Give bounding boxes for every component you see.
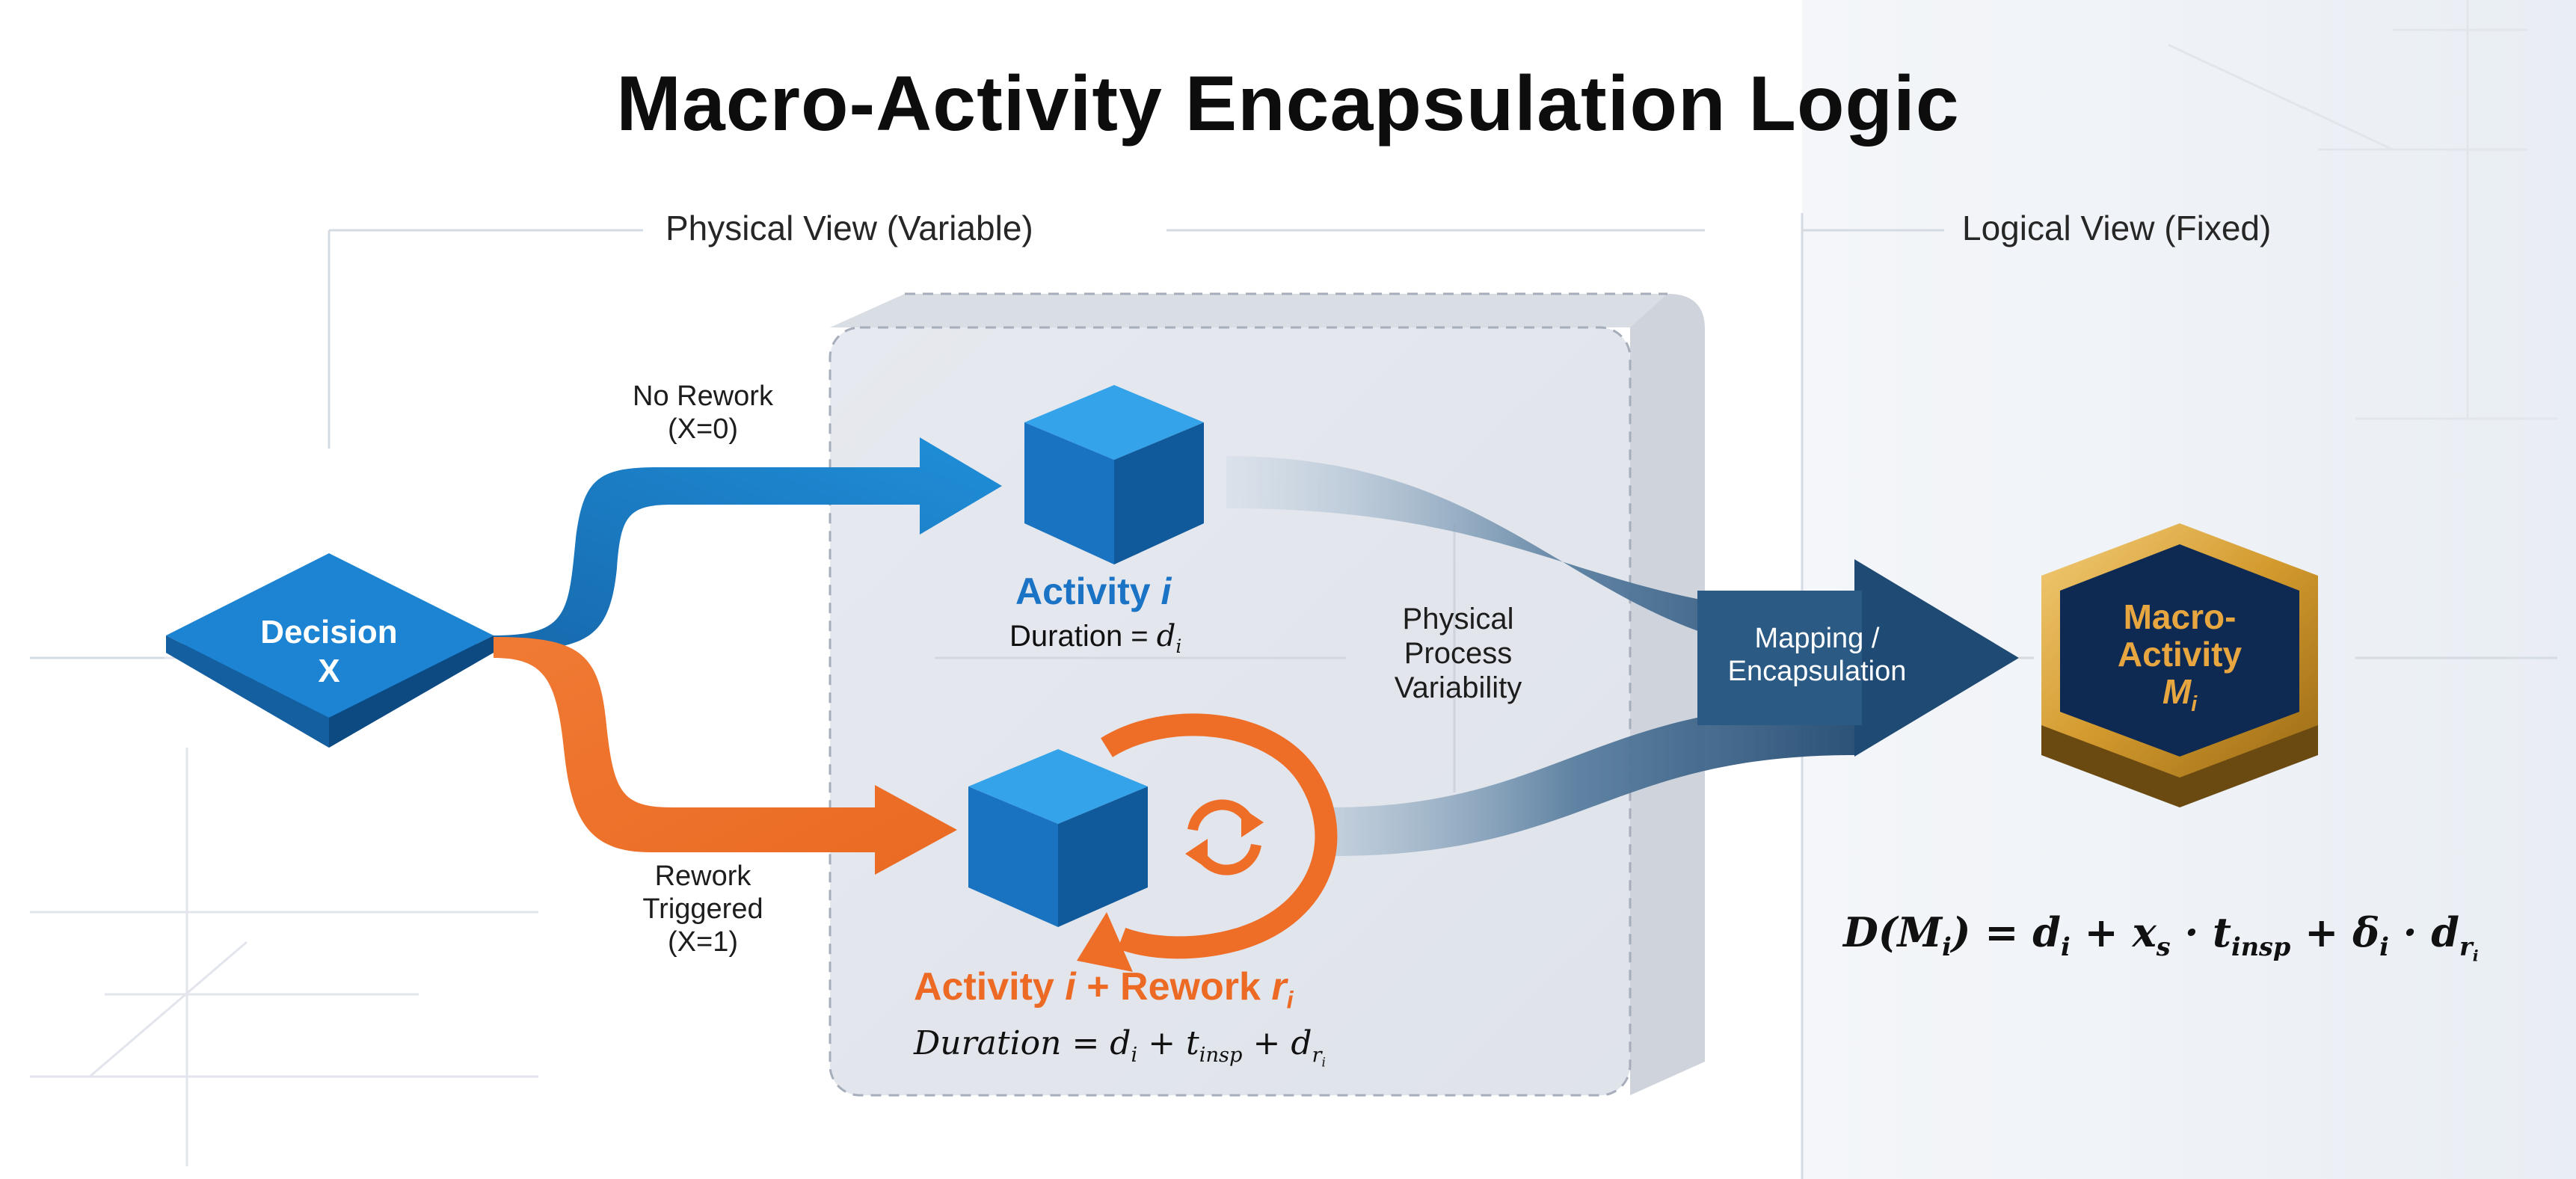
macro-symbol-sub: i [2191,692,2198,717]
activity-duration-label: Duration = [1009,620,1149,653]
mapping-line2: Encapsulation [1727,656,1907,687]
logical-view-label: Logical View (Fixed) [1962,209,2272,247]
macro-symbol: Mi [2064,673,2296,723]
variability-line2: Process [1404,637,1513,670]
rework-activity-r: ri [1271,965,1293,1013]
rework-title-line2: Triggered [642,893,763,925]
no-rework-label: No Rework (X=0) [583,380,823,446]
decision-diamond [166,553,494,748]
rework-title-line1: Rework [654,861,751,892]
rework-activity-cube [968,749,1148,927]
rework-r-var: r [1271,965,1287,1009]
variability-line1: Physical [1402,603,1514,635]
rework-activity-index: i [1065,965,1076,1009]
rework-condition: (X=1) [668,926,738,958]
rework-activity-prefix: Activity [914,965,1054,1009]
physical-variability-label: Physical Process Variability [1331,602,1585,705]
activity-duration: Duration = di [1009,619,1181,657]
diagram-title: Macro-Activity Encapsulation Logic [616,61,1960,147]
macro-duration-formula: D(Mi) = di + xs · tinsp + δi · dri [1843,908,2479,965]
variability-line3: Variability [1394,671,1522,704]
activity-title: Activity i [1015,570,1171,613]
rework-triggered-label: Rework Triggered (X=1) [583,860,823,958]
no-rework-condition: (X=0) [668,413,738,445]
macro-activity-label: Macro- Activity Mi [2064,598,2296,723]
background-circuit-lines [30,0,2557,1166]
duration-var-sub: i [1175,635,1182,657]
rework-duration-formula: Duration = di + tinsp + dri [914,1024,1326,1070]
mapping-line1: Mapping / [1754,623,1880,654]
activity-duration-var: di [1156,619,1182,657]
duration-var-d: d [1156,619,1176,653]
activity-cube [1024,385,1204,564]
macro-activity-hexagon [2041,523,2318,807]
physical-view-label: Physical View (Variable) [665,209,1033,247]
macro-line1: Macro- [2123,597,2237,636]
macro-line2: Activity [2117,635,2243,674]
no-rework-title: No Rework [633,381,773,412]
macro-symbol-var: M [2162,672,2192,711]
mapping-label: Mapping / Encapsulation [1690,622,1944,688]
rework-r-sub: i [1286,986,1294,1014]
activity-title-text: Activity [1015,570,1151,612]
decision-title: Decision [260,614,398,650]
rework-loop [1077,713,1338,972]
decision-variable: X [318,653,340,689]
rework-arrow [494,637,957,875]
rework-activity-title: Activity i + Rework ri [914,964,1294,1014]
rework-formula-lhs: Duration [914,1024,1062,1062]
mapping-arrow [1226,456,2019,856]
activity-index: i [1161,570,1172,612]
decision-node-label: Decision X [224,613,434,691]
refresh-icon [1185,799,1264,875]
rework-activity-suffix: + Rework [1086,965,1261,1009]
no-rework-arrow [494,437,1002,650]
